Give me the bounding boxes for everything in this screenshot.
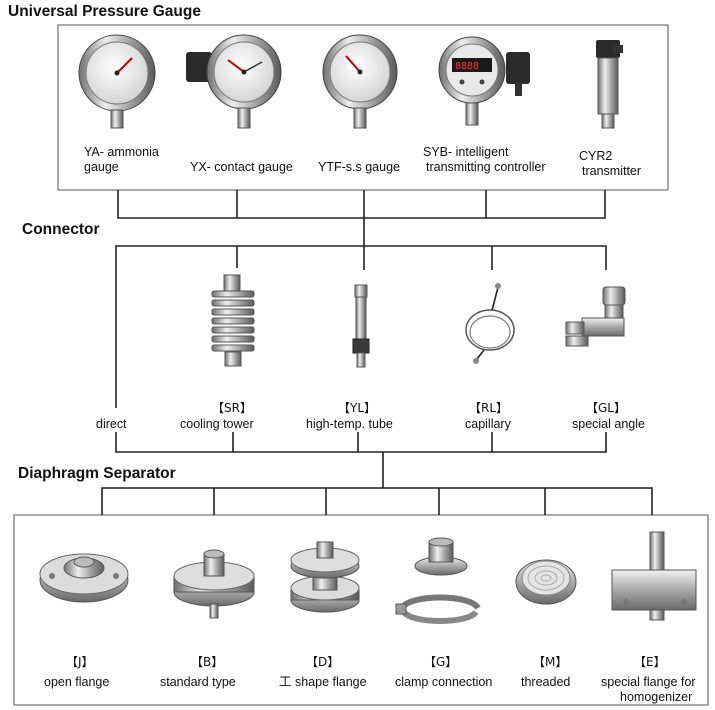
gauge-label-line2: YX- contact gauge bbox=[190, 160, 293, 174]
connector-label: capillary bbox=[465, 417, 512, 431]
high-temp-tube-icon bbox=[352, 284, 370, 368]
gauge-label-line1: YA- ammonia bbox=[84, 145, 159, 159]
connector-bracket-top bbox=[115, 245, 607, 408]
connector-code: 【SR】 bbox=[212, 401, 252, 415]
connector-code: 【YL】 bbox=[338, 401, 376, 415]
svg-text:8888: 8888 bbox=[455, 61, 479, 72]
separator-code: 【G】 bbox=[424, 655, 457, 669]
threaded-icon bbox=[515, 559, 577, 605]
separator-panel bbox=[13, 514, 709, 706]
ammonia-gauge-icon bbox=[78, 34, 156, 129]
i-shape-flange-icon bbox=[290, 541, 360, 613]
connector-label: special angle bbox=[572, 417, 645, 431]
gauge-label-line2: transmitting controller bbox=[426, 160, 546, 174]
standard-type-icon bbox=[173, 549, 255, 619]
clamp-connection-icon bbox=[395, 537, 481, 624]
separator-label: special flange for bbox=[601, 675, 696, 689]
separator-code: 【M】 bbox=[533, 655, 567, 669]
open-flange-icon bbox=[39, 553, 129, 603]
gauge-label-line1: CYR2 bbox=[579, 149, 612, 163]
gauge-bracket bbox=[117, 190, 606, 246]
separator-code: 【D】 bbox=[306, 655, 339, 669]
cooling-tower-icon bbox=[211, 274, 255, 367]
separator-label: standard type bbox=[160, 675, 236, 689]
separator-label: open flange bbox=[44, 675, 109, 689]
separator-label: clamp connection bbox=[395, 675, 492, 689]
gauge-label-line2: gauge bbox=[84, 160, 119, 174]
connector-label: cooling tower bbox=[180, 417, 254, 431]
gauge-label-line2: YTF-s.s gauge bbox=[318, 160, 400, 174]
connector-label: high-temp. tube bbox=[306, 417, 393, 431]
stainless-gauge-icon bbox=[322, 34, 398, 129]
transmitter-icon bbox=[596, 40, 623, 129]
gauge-label-line2: transmitter bbox=[582, 164, 641, 178]
separator-label: threaded bbox=[521, 675, 570, 689]
separator-code: 【B】 bbox=[191, 655, 223, 669]
special-angle-icon bbox=[565, 286, 626, 347]
gauge-label-line1: SYB- intelligent bbox=[423, 145, 509, 159]
connector-code: 【RL】 bbox=[469, 401, 508, 415]
separator-code: 【E】 bbox=[634, 655, 666, 669]
connector-label-direct: direct bbox=[96, 417, 127, 431]
separator-label: 工 shape flange bbox=[279, 675, 367, 689]
connector-code: 【GL】 bbox=[586, 401, 626, 415]
separator-label-line2: homogenizer bbox=[620, 690, 692, 704]
separator-code: 【J】 bbox=[66, 655, 94, 669]
section-title-separator: Diaphragm Separator bbox=[18, 465, 176, 482]
section-title-connector: Connector bbox=[22, 221, 100, 238]
capillary-icon bbox=[465, 283, 515, 364]
connector-bracket-bottom bbox=[115, 432, 607, 488]
separator-bracket bbox=[101, 487, 653, 515]
intelligent-controller-icon: 8888 bbox=[438, 36, 530, 126]
contact-gauge-icon bbox=[186, 34, 282, 129]
homogenizer-flange-icon bbox=[611, 531, 697, 621]
section-title-gauge: Universal Pressure Gauge bbox=[8, 3, 201, 20]
